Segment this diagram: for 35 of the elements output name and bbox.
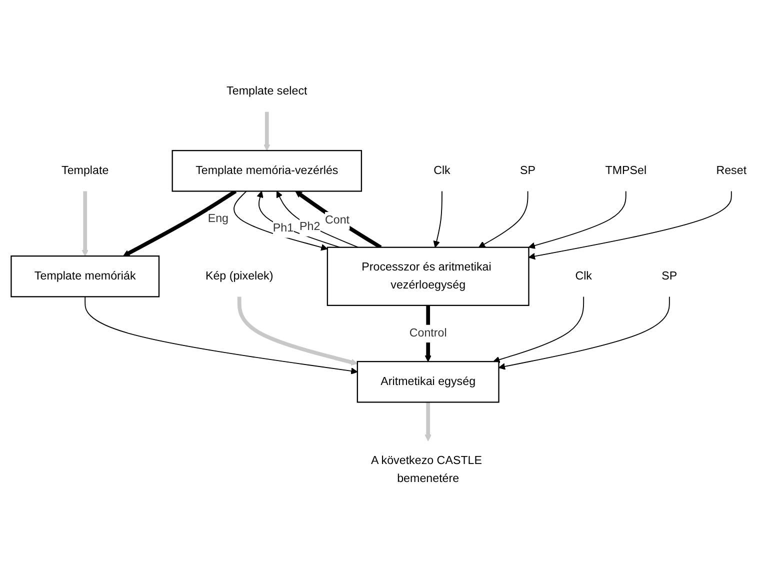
arrow xyxy=(295,191,382,250)
node-text: SP xyxy=(520,164,536,178)
arrow xyxy=(433,191,442,248)
node-text: SP xyxy=(662,270,678,283)
arrow xyxy=(276,191,359,248)
arrow xyxy=(478,191,528,248)
node-text: TMPSel xyxy=(605,164,647,178)
arrow xyxy=(528,191,626,250)
edge-label: Eng xyxy=(208,212,229,226)
node-text: Template select xyxy=(226,84,308,98)
arrow xyxy=(256,191,340,248)
arrow xyxy=(498,296,670,370)
node-box: Processzor és aritmetikai vezérloegység xyxy=(326,247,530,306)
arrow xyxy=(84,296,358,375)
arrow xyxy=(234,191,328,252)
edge-label: Ph2 xyxy=(300,220,320,234)
arrow xyxy=(264,112,270,152)
edge-label: Cont xyxy=(324,214,350,228)
node-text: Reset xyxy=(716,164,747,178)
edge-label: Control xyxy=(409,326,447,340)
arrow xyxy=(528,191,732,260)
node-box: Template memória-vezérlés xyxy=(172,150,362,192)
edge-label: Ph1 xyxy=(272,222,294,236)
node-text: Kép (pixelek) xyxy=(205,270,274,283)
node-box: Aritmetikai egység xyxy=(356,361,500,404)
node-text: Template xyxy=(62,164,109,178)
arrow xyxy=(493,296,584,364)
arrow xyxy=(122,190,237,257)
node-text: Clk xyxy=(575,270,592,283)
arrow xyxy=(82,192,88,257)
node-box: Template memóriák xyxy=(10,256,160,298)
arrow xyxy=(424,402,432,442)
arrow xyxy=(237,297,358,366)
node-text: Clk xyxy=(434,164,450,178)
node-text: A következo CASTLE bemenetére xyxy=(370,454,482,486)
